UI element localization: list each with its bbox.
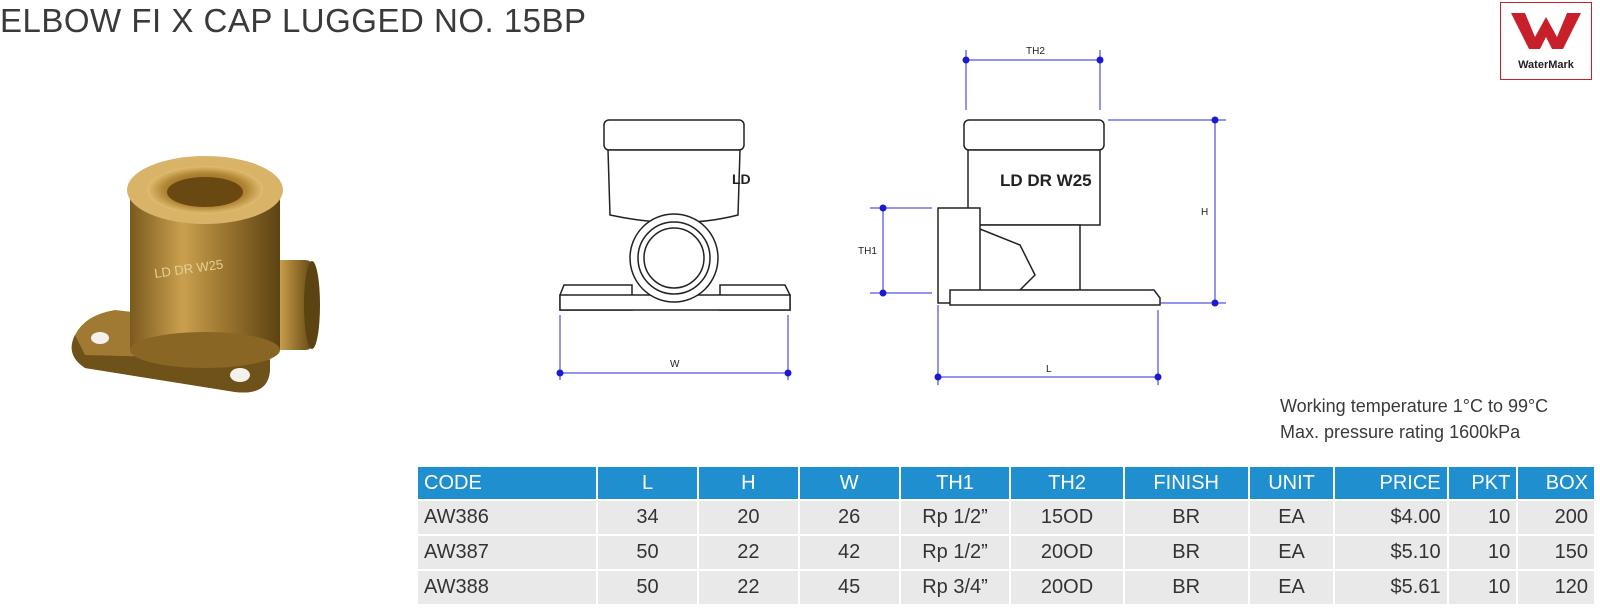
cell-w: 42 — [799, 536, 899, 569]
cell-box: 200 — [1518, 501, 1594, 534]
front-view-body — [607, 149, 741, 224]
product-photo: LD DR W25 — [71, 156, 320, 393]
technical-drawings: LD LD DR W25 TH2 H TH1 W L — [556, 46, 1226, 385]
side-view-lug — [949, 289, 1161, 306]
cell-h: 22 — [698, 571, 798, 604]
cell-th2: 15OD — [1011, 501, 1123, 534]
cell-pkt: 10 — [1448, 501, 1517, 534]
working-temperature: Working temperature 1°C to 99°C — [1280, 396, 1549, 416]
cell-th2: 20OD — [1011, 571, 1123, 604]
col-pkt: PKT — [1448, 467, 1517, 499]
cell-code: AW387 — [418, 536, 597, 569]
side-view-outlet — [937, 207, 981, 304]
cell-l: 50 — [598, 536, 697, 569]
watermark-icon — [1511, 13, 1581, 49]
cell-code: AW386 — [418, 501, 597, 534]
col-box: BOX — [1518, 467, 1594, 499]
col-price: PRICE — [1335, 467, 1447, 499]
col-th1: TH1 — [900, 467, 1010, 499]
cell-pkt: 10 — [1448, 536, 1517, 569]
watermark-logo: WaterMark — [1500, 2, 1592, 80]
col-h: H — [698, 467, 798, 499]
front-view-cap — [603, 119, 745, 151]
cell-w: 26 — [799, 501, 899, 534]
col-finish: FINISH — [1124, 467, 1248, 499]
cell-h: 20 — [698, 501, 798, 534]
pressure-rating: Max. pressure rating 1600kPa — [1280, 422, 1521, 442]
dim-label-l: L — [1046, 364, 1052, 375]
svg-text:LD: LD — [732, 171, 751, 187]
cell-box: 150 — [1518, 536, 1594, 569]
cell-th1: Rp 3/4” — [900, 571, 1010, 604]
cell-unit: EA — [1249, 571, 1334, 604]
cell-h: 22 — [698, 536, 798, 569]
cell-unit: EA — [1249, 501, 1334, 534]
cell-w: 45 — [799, 571, 899, 604]
cell-unit: EA — [1249, 536, 1334, 569]
cell-l: 50 — [598, 571, 697, 604]
dim-label-w: W — [670, 359, 680, 370]
cell-l: 34 — [598, 501, 697, 534]
table-row: AW388 50 22 45 Rp 3/4” 20OD BR EA $5.61 … — [418, 571, 1594, 604]
col-code: CODE — [418, 467, 597, 499]
page-title: ELBOW FI X CAP LUGGED NO. 15BP — [0, 2, 587, 39]
specifications: Working temperature 1°C to 99°C Max. pre… — [1280, 393, 1548, 445]
side-view-cap — [963, 119, 1105, 151]
cell-pkt: 10 — [1448, 571, 1517, 604]
cell-price: $4.00 — [1335, 501, 1447, 534]
cell-finish: BR — [1124, 501, 1248, 534]
col-l: L — [598, 467, 697, 499]
cell-th2: 20OD — [1011, 536, 1123, 569]
dim-label-h: H — [1201, 207, 1208, 218]
side-view-marking: LD DR W25 — [1000, 171, 1092, 190]
table-row: AW386 34 20 26 Rp 1/2” 15OD BR EA $4.00 … — [418, 501, 1594, 534]
cell-price: $5.61 — [1335, 571, 1447, 604]
logo-text: WaterMark — [1518, 59, 1574, 71]
col-unit: UNIT — [1249, 467, 1334, 499]
cell-th1: Rp 1/2” — [900, 501, 1010, 534]
table-header-row: CODE L H W TH1 TH2 FINISH UNIT PRICE PKT… — [418, 467, 1594, 499]
col-th2: TH2 — [1011, 467, 1123, 499]
cell-price: $5.10 — [1335, 536, 1447, 569]
cell-box: 120 — [1518, 571, 1594, 604]
cell-th1: Rp 1/2” — [900, 536, 1010, 569]
dim-label-th2: TH2 — [1026, 46, 1045, 57]
col-w: W — [799, 467, 899, 499]
table-row: AW387 50 22 42 Rp 1/2” 20OD BR EA $5.10 … — [418, 536, 1594, 569]
cell-finish: BR — [1124, 536, 1248, 569]
product-table: CODE L H W TH1 TH2 FINISH UNIT PRICE PKT… — [416, 465, 1596, 606]
cell-finish: BR — [1124, 571, 1248, 604]
dim-label-th1: TH1 — [858, 246, 877, 257]
cell-code: AW388 — [418, 571, 597, 604]
